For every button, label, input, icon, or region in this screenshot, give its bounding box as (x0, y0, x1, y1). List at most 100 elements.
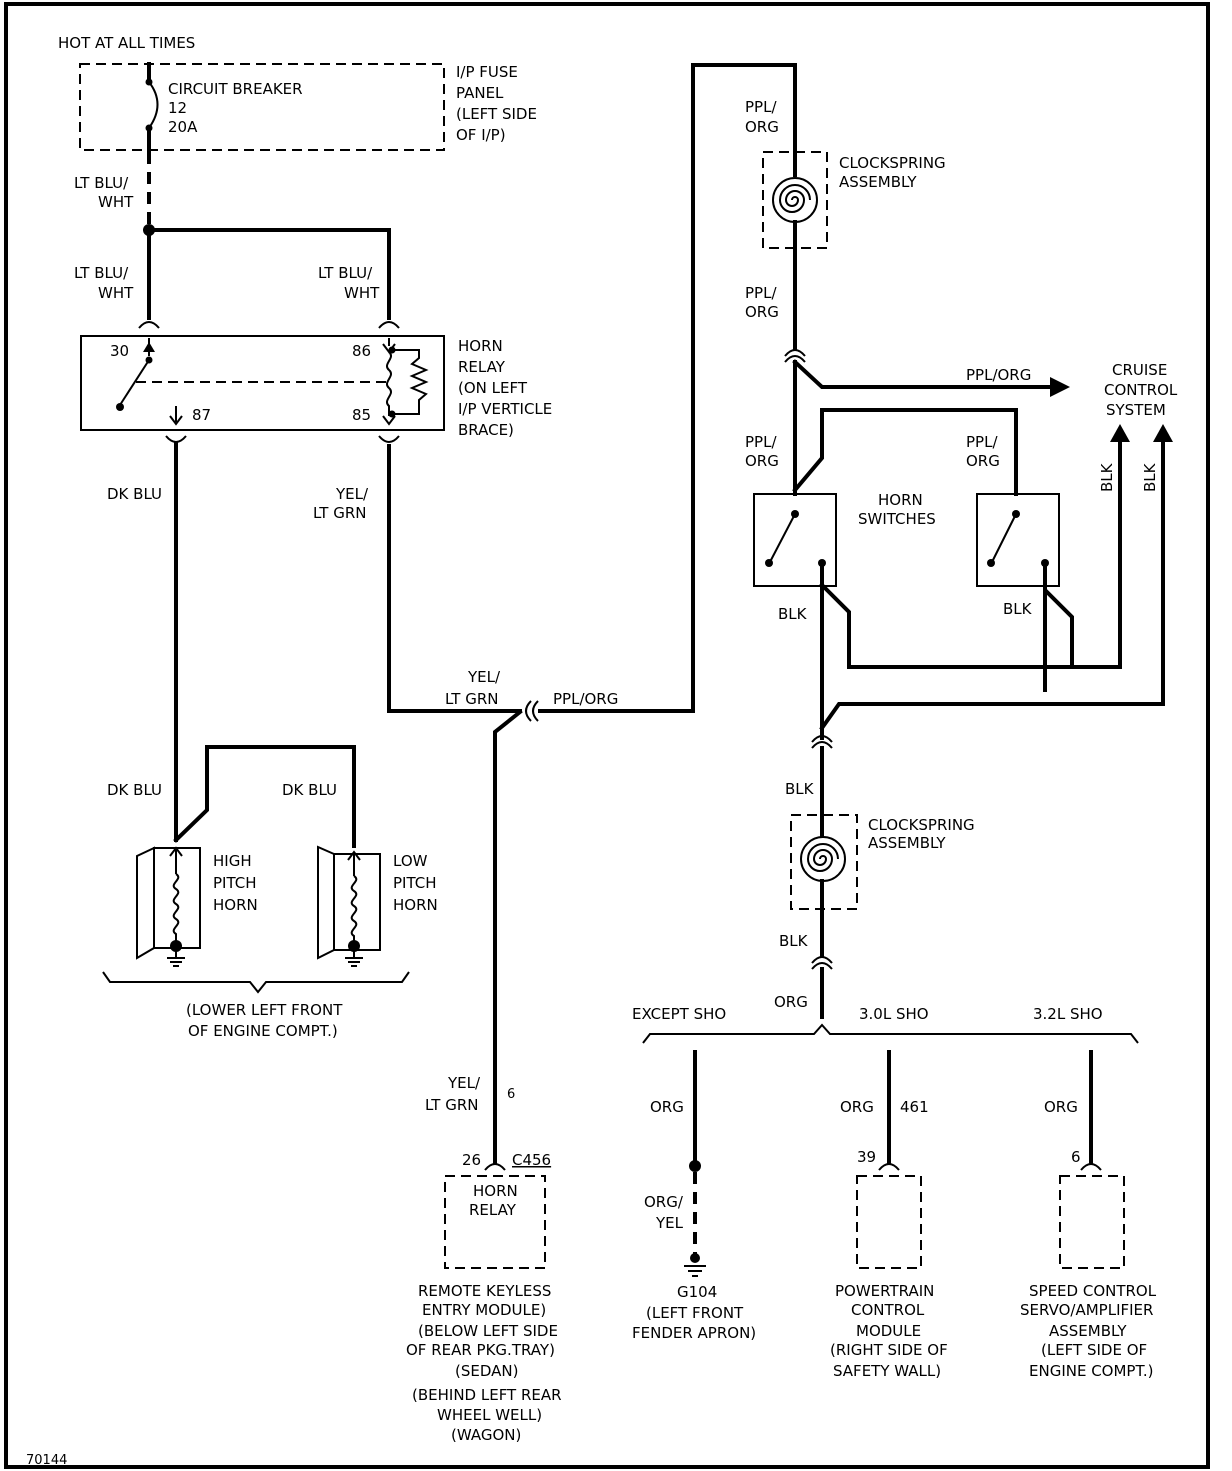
circuit-breaker-rating: 20A (168, 118, 198, 136)
horn-switch-2-symbol (987, 510, 1049, 567)
ground-label: G104 (677, 1283, 717, 1301)
rke-label: WHEEL WELL) (437, 1406, 542, 1424)
diagram-id: 70144 (26, 1453, 67, 1468)
high-horn-label: HIGH (213, 852, 252, 870)
horn-switches-label: HORN (878, 491, 923, 509)
pcm-label: POWERTRAIN (835, 1282, 934, 1300)
wire-label: ORG (745, 452, 779, 470)
connector-symbol (811, 735, 833, 743)
circuit-breaker-label: CIRCUIT BREAKER (168, 80, 303, 98)
relay-switch-symbol (116, 338, 389, 426)
clockspring-upper-symbol (772, 150, 818, 250)
horn-switches-label: SWITCHES (858, 510, 936, 528)
wire-label: WHT (344, 284, 380, 302)
variant-label: 3.0L SHO (859, 1005, 929, 1023)
wire-label: PPL/ORG (966, 366, 1031, 384)
connector-symbol (138, 321, 160, 329)
wire-label: LT BLU/ (74, 264, 129, 282)
connector-symbol (378, 435, 400, 443)
location-bracket (102, 971, 410, 994)
rke-module-box (444, 1175, 546, 1269)
connector-symbol (165, 435, 187, 443)
arrow-to-cruise (1050, 377, 1070, 397)
speed-control-box (1059, 1175, 1125, 1269)
fuse-panel-box (79, 63, 445, 151)
wire-label: YEL/ (447, 1074, 481, 1092)
connector-symbol (784, 349, 806, 357)
diagram-border (4, 2, 1210, 1469)
clockspring-lower-symbol (800, 813, 846, 911)
wire-blk-sw2-cruise (1043, 561, 1074, 669)
wire-label: ORG/ (644, 1193, 684, 1211)
relay-pin-86: 86 (352, 342, 371, 360)
pcm-label: (RIGHT SIDE OF (830, 1341, 948, 1359)
wire-yel-ltgrn-rke (493, 709, 523, 1164)
fuse-panel-label-4: OF I/P) (456, 126, 506, 144)
horn-switch-1-symbol (765, 510, 826, 567)
cruise-label: SYSTEM (1106, 401, 1166, 419)
horn-relay-label: HORN (458, 337, 503, 355)
horn-relay-box (80, 335, 445, 431)
wire-label: ORG (966, 452, 1000, 470)
wire-ltblu-wht-86 (147, 228, 391, 320)
relay-pin-85: 85 (352, 406, 371, 424)
connector-symbol (1080, 1163, 1102, 1171)
speed-control-label: SERVO/AMPLIFIER (1020, 1301, 1153, 1319)
wire-label: PPL/ (745, 433, 777, 451)
variants-bracket (642, 1023, 1139, 1044)
cruise-label: CRUISE (1112, 361, 1167, 379)
arrow-to-cruise (1153, 424, 1173, 442)
circuit-number: 6 (507, 1087, 515, 1102)
connector-symbol (811, 962, 833, 970)
wire-label: LT GRN (425, 1096, 479, 1114)
horn-relay-label: I/P VERTICLE (458, 400, 552, 418)
ground-label: (LEFT FRONT (646, 1304, 744, 1322)
wire-label: BLK (779, 932, 809, 950)
wire-label: BLK (785, 780, 815, 798)
wire-label: DK BLU (107, 485, 162, 503)
pcm-label: SAFETY WALL) (833, 1362, 941, 1380)
wire-dk-blu-branch (173, 745, 356, 848)
speed-control-label: ASSEMBLY (1049, 1322, 1127, 1340)
fuse-panel-label-2: PANEL (456, 84, 504, 102)
wire-label: PPL/ORG (553, 690, 618, 708)
horn-relay-label: (ON LEFT (458, 379, 528, 397)
wire-yel-ltgrn (387, 444, 522, 713)
connector-symbol (811, 956, 833, 964)
clockspring-lower-label: ASSEMBLY (868, 834, 946, 852)
connector-symbol (532, 700, 539, 722)
horn-switch-1 (753, 493, 837, 587)
rke-connector: C456 (512, 1151, 551, 1169)
rke-label: (BELOW LEFT SIDE (418, 1322, 558, 1340)
wire-label: BLK (1098, 462, 1116, 492)
pcm-label: CONTROL (851, 1301, 925, 1319)
connector-symbol (878, 1163, 900, 1171)
connector-symbol (811, 741, 833, 749)
pcm-label: MODULE (856, 1322, 921, 1340)
cruise-label: CONTROL (1104, 381, 1178, 399)
horn-switch-2 (976, 493, 1060, 587)
connector-symbol (484, 1163, 506, 1171)
horn-location-label: OF ENGINE COMPT.) (188, 1022, 338, 1040)
wire-label: LT BLU/ (74, 174, 129, 192)
wire-label: ORG (650, 1098, 684, 1116)
wire-ppl-org-sw2 (792, 408, 1018, 496)
wire-ppl-org-to-cruise (792, 359, 1054, 389)
wire-label: LT BLU/ (318, 264, 373, 282)
wire-label: PPL/ (745, 98, 777, 116)
wire-label: ORG (840, 1098, 874, 1116)
wire-label: PPL/ (966, 433, 998, 451)
wire-label: BLK (778, 605, 808, 623)
high-pitch-horn-symbol (136, 846, 201, 967)
wire-label: YEL/ (335, 485, 369, 503)
connector-symbol (378, 321, 400, 329)
wire-label: YEL/ (467, 668, 501, 686)
speed-control-pin: 6 (1071, 1148, 1081, 1166)
wire-label: BLK (1003, 600, 1033, 618)
wire-label: DK BLU (282, 781, 337, 799)
rke-pin: 26 (462, 1151, 481, 1169)
rke-label: ENTRY MODULE) (422, 1301, 546, 1319)
speed-control-label: (LEFT SIDE OF (1041, 1341, 1147, 1359)
circuit-number: 461 (900, 1098, 929, 1116)
clockspring-lower-label: CLOCKSPRING (868, 816, 975, 834)
